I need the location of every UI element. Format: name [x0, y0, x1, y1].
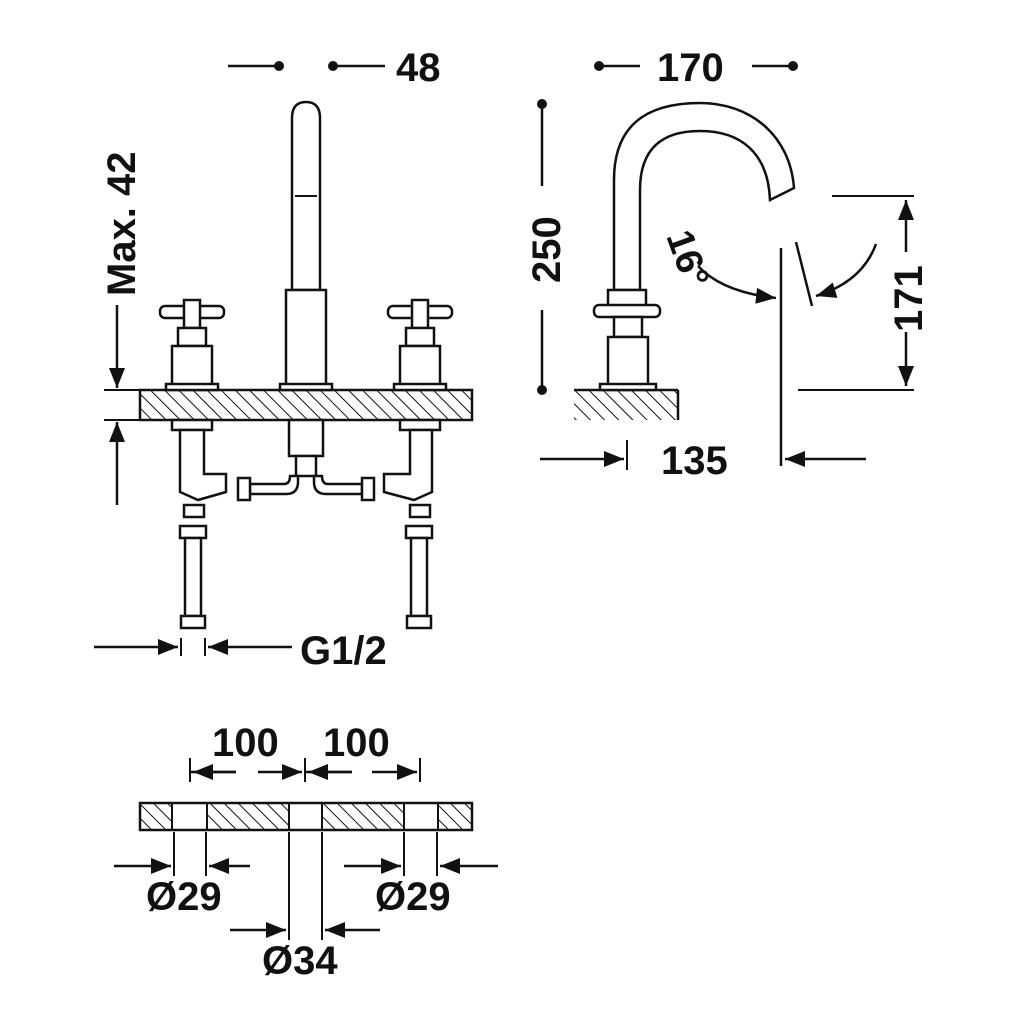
- dim-250-label: 250: [525, 216, 569, 283]
- dim-hole-center-label: Ø34: [262, 939, 338, 983]
- dim-250: 250: [525, 99, 569, 395]
- dim-170-label: 170: [657, 46, 724, 90]
- dim-g12-label: G1/2: [300, 629, 387, 673]
- dim-hole-left-label: Ø29: [146, 875, 222, 919]
- dim-170: 170: [594, 46, 798, 90]
- dim-171: 171: [798, 195, 931, 391]
- dim-spacing: 100 100: [189, 721, 421, 782]
- dim-hole-center: Ø34: [230, 832, 380, 983]
- dim-171-label: 171: [887, 265, 931, 332]
- spout-side: [592, 101, 796, 392]
- dim-16-label: 16°: [658, 225, 717, 293]
- countertop-front: [138, 388, 474, 422]
- dim-max-42: Max. 42: [100, 151, 144, 505]
- dim-max-42-label: Max. 42: [100, 151, 144, 296]
- spout-front: [278, 100, 334, 478]
- right-valve: [382, 298, 454, 630]
- dim-hole-left: Ø29: [114, 832, 250, 919]
- front-view: 48 Max. 42: [94, 46, 474, 673]
- dim-135-label: 135: [661, 439, 728, 483]
- dim-48: 48: [228, 46, 441, 90]
- plate-section: [138, 801, 474, 832]
- connecting-hoses: [236, 474, 376, 502]
- dim-48-label: 48: [396, 46, 441, 90]
- hole-layout: 100 100 Ø29: [114, 721, 498, 983]
- dim-hole-right: Ø29: [344, 832, 498, 919]
- dim-135: 135: [540, 439, 866, 483]
- side-view: 170 250 16°: [525, 46, 931, 483]
- dim-g12: G1/2: [94, 629, 387, 673]
- left-valve: [158, 298, 228, 630]
- dim-spacing-right-label: 100: [323, 721, 390, 765]
- dim-hole-right-label: Ø29: [375, 875, 451, 919]
- dim-spacing-left-label: 100: [212, 721, 279, 765]
- countertop-side: [574, 390, 678, 420]
- dim-16-degrees: 16°: [658, 225, 878, 466]
